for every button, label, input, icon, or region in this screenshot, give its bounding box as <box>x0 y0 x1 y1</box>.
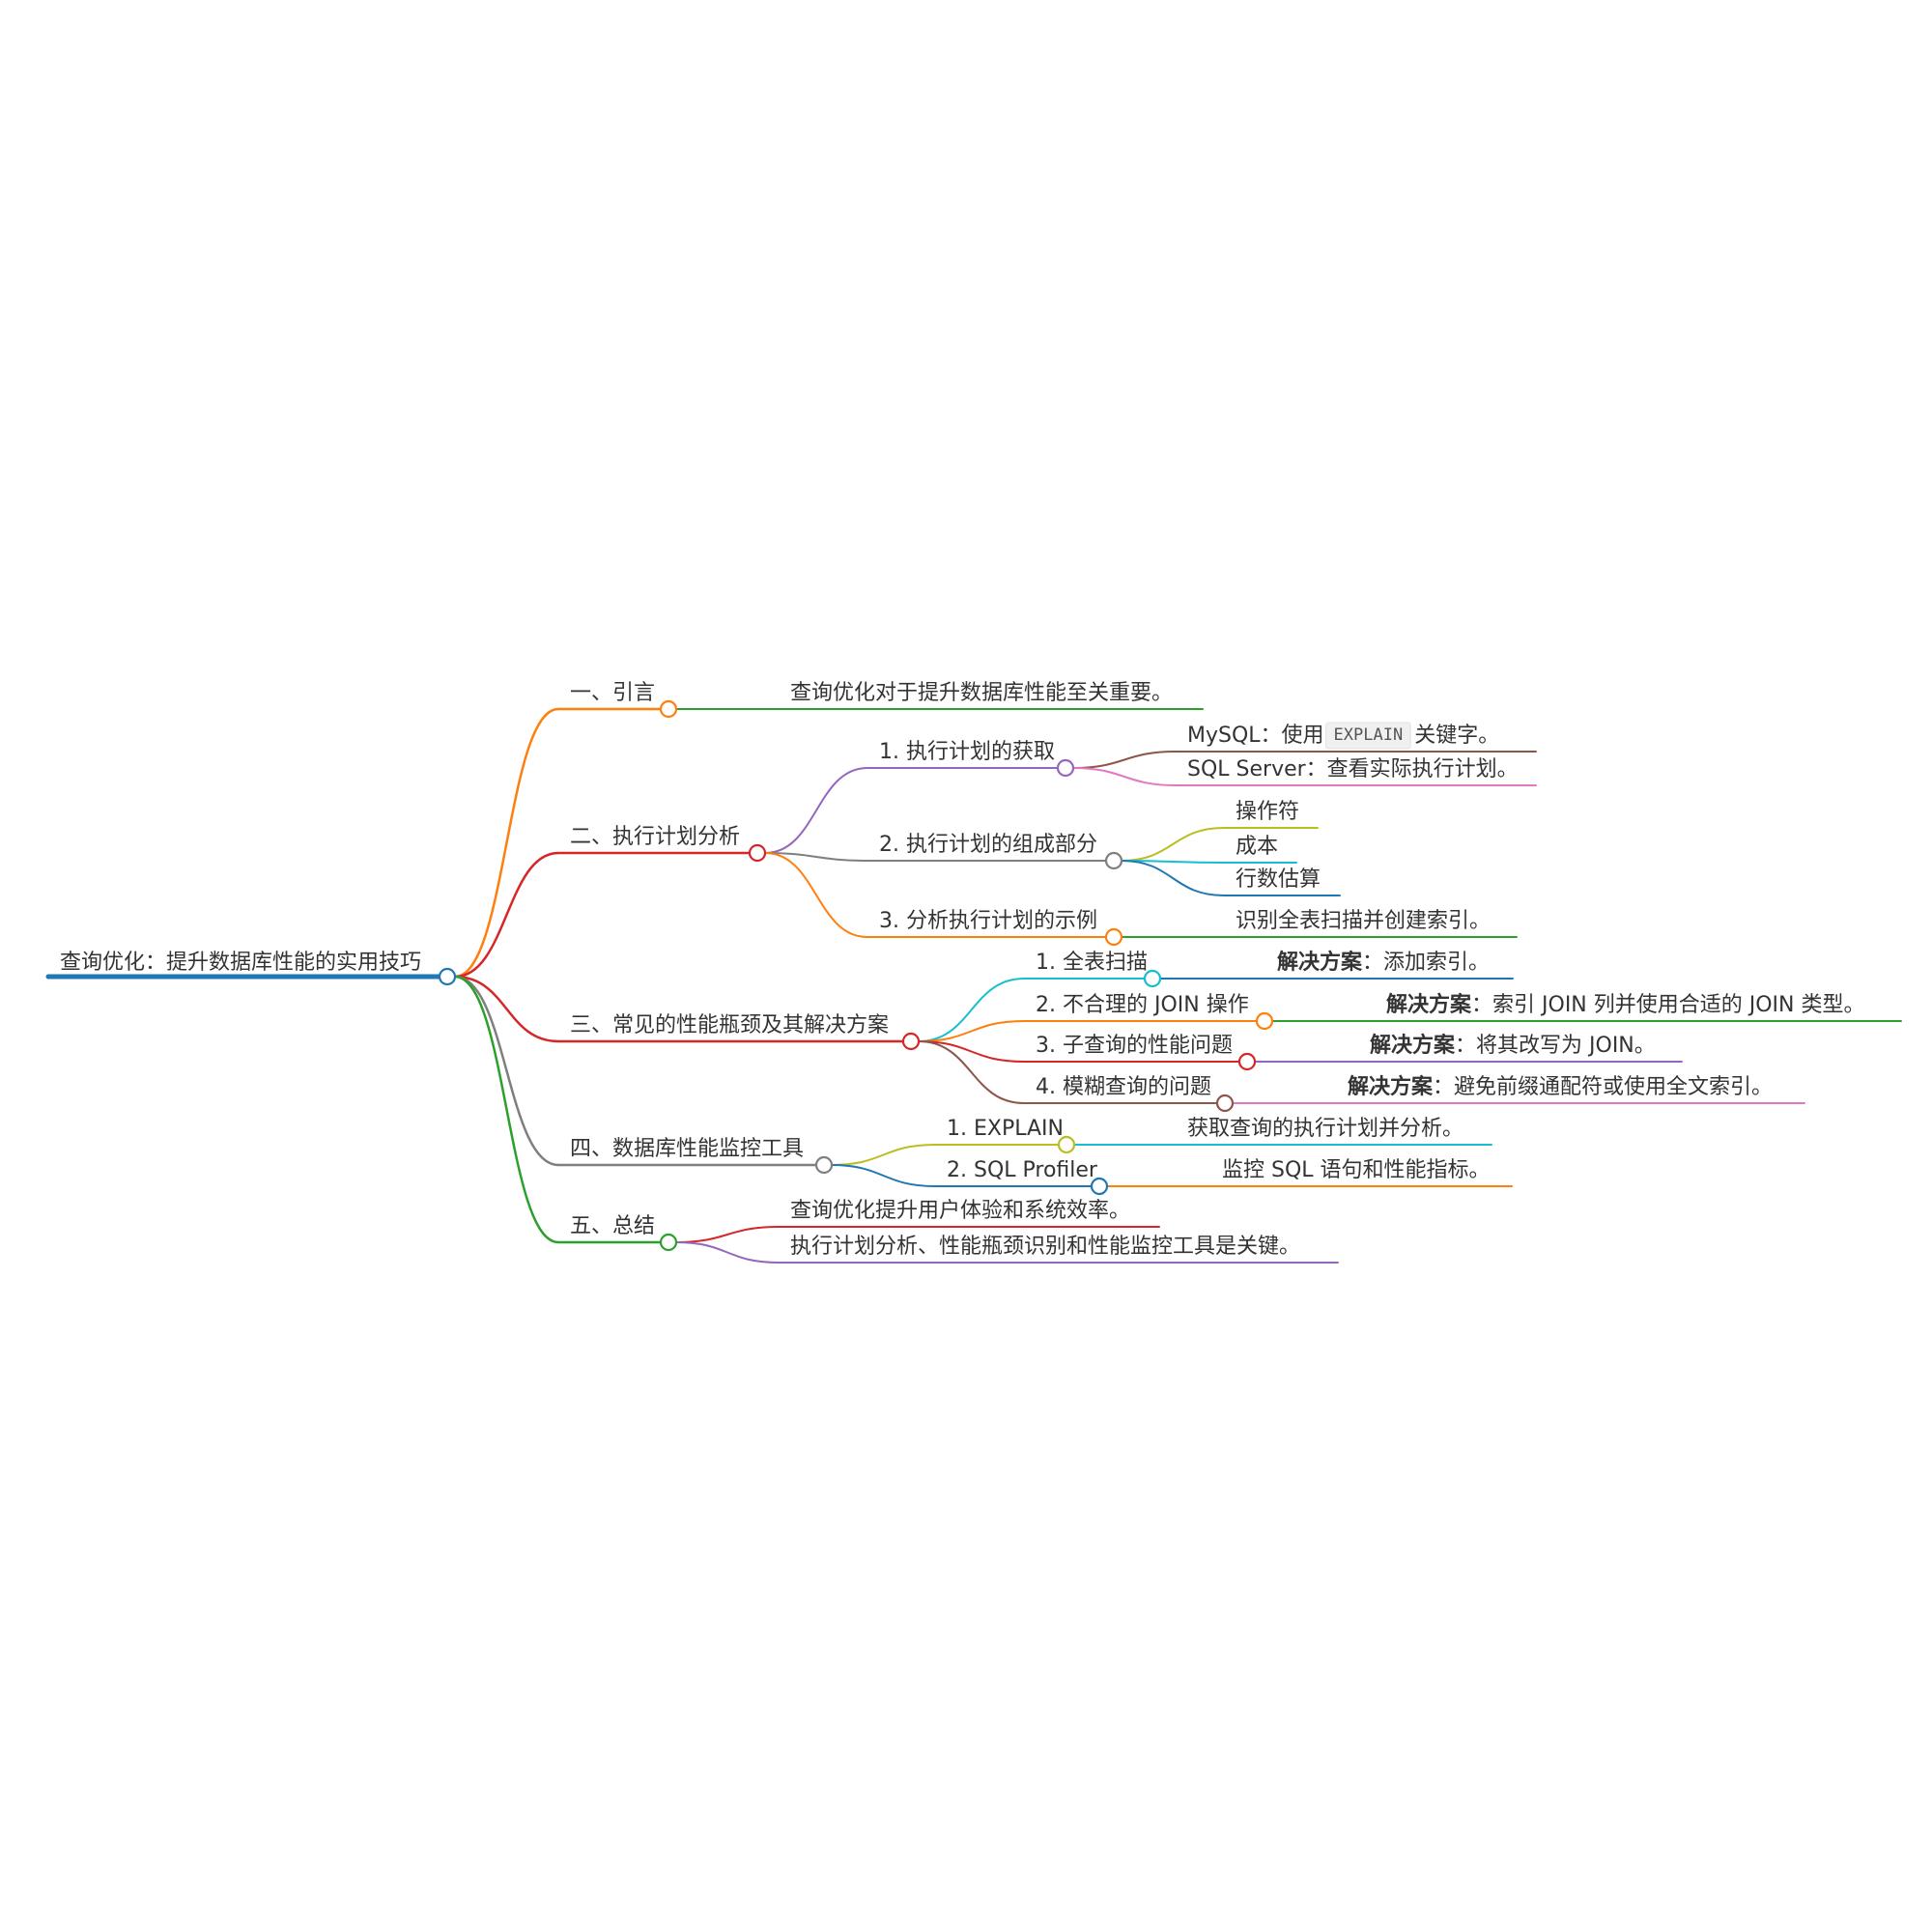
leaf-label-2-3-1: 识别全表扫描并创建索引。 <box>1236 909 1491 933</box>
child-handle-2-2[interactable] <box>1104 851 1123 870</box>
child-label-1-1: 查询优化对于提升数据库性能至关重要。 <box>790 681 1173 705</box>
leaf-label-3-3-1-rest: ：将其改写为 JOIN。 <box>1455 1034 1656 1058</box>
branch-connector-4 <box>454 975 559 1167</box>
child-connector-4-1 <box>831 1144 936 1166</box>
branch-label-3: 三、常见的性能瓶颈及其解决方案 <box>570 1013 889 1037</box>
child-connector-3-1 <box>918 978 1025 1042</box>
mindmap-edges <box>45 707 1902 1264</box>
child-connector-3-2 <box>918 1020 1025 1042</box>
child-label-4-2: 2. SQL Profiler <box>947 1158 1098 1182</box>
child-connector-5-2 <box>675 1241 780 1264</box>
branch-connector-2 <box>454 851 559 979</box>
child-handle-2-3[interactable] <box>1104 927 1123 947</box>
child-handle-3-4[interactable] <box>1215 1094 1235 1113</box>
leaf-label-3-2-1-rest: ：索引 JOIN 列并使用合适的 JOIN 类型。 <box>1471 993 1864 1017</box>
leaf-connector-2-2-3 <box>1121 860 1225 896</box>
child-handle-4-1[interactable] <box>1057 1135 1076 1154</box>
inline-code-explain: EXPLAIN <box>1334 725 1404 745</box>
leaf-label-3-3-1-bold: 解决方案 <box>1370 1033 1456 1058</box>
child-connector-2-2 <box>764 852 868 862</box>
branch-connector-5 <box>454 975 559 1244</box>
leaf-label-2-1-2: SQL Server：查看实际执行计划。 <box>1187 757 1519 781</box>
branch-handle-5[interactable] <box>659 1233 678 1252</box>
child-connector-5-1 <box>675 1226 780 1243</box>
branch-handle-2[interactable] <box>748 843 767 863</box>
branch-label-5: 五、总结 <box>570 1214 655 1238</box>
leaf-label-3-2-1-bold: 解决方案 <box>1386 992 1472 1017</box>
branch-label-1: 一、引言 <box>570 681 655 705</box>
leaf-label-4-2-1: 监控 SQL 语句和性能指标。 <box>1222 1158 1491 1182</box>
leaf-label-2-2-3: 行数估算 <box>1236 867 1321 892</box>
inline-code-box <box>1325 722 1411 750</box>
branch-connector-1 <box>454 707 559 979</box>
leaf-connector-2-1-2 <box>1072 767 1177 786</box>
child-connector-2-1 <box>764 767 868 854</box>
child-label-5-2: 执行计划分析、性能瓶颈识别和性能监控工具是关键。 <box>790 1235 1300 1259</box>
leaf-connector-2-1-1 <box>1072 751 1177 769</box>
child-handle-4-2[interactable] <box>1090 1177 1109 1196</box>
root-node-label: 查询优化：提升数据库性能的实用技巧 <box>60 951 421 975</box>
child-label-3-1: 1. 全表扫描 <box>1036 951 1148 975</box>
leaf-label-2-2-1: 操作符 <box>1236 800 1299 824</box>
child-handle-3-3[interactable] <box>1237 1052 1257 1071</box>
mindmap-nodes: 查询优化：提升数据库性能的实用技巧 一、引言 查询优化对于提升数据库性能至关重要。二… <box>60 681 1865 1259</box>
leaf-label-3-4-1-bold: 解决方案 <box>1348 1074 1434 1099</box>
branch-label-4: 四、数据库性能监控工具 <box>570 1137 804 1161</box>
child-handle-3-1[interactable] <box>1143 969 1162 988</box>
child-label-3-2: 2. 不合理的 JOIN 操作 <box>1036 993 1249 1017</box>
leaf-label-3-1-1-rest: ：添加索引。 <box>1362 951 1490 975</box>
child-connector-2-3 <box>764 852 868 938</box>
branch-connector-3 <box>454 975 559 1043</box>
child-handle-2-1[interactable] <box>1056 758 1075 778</box>
root-node-handle[interactable] <box>438 967 457 986</box>
leaf-label-2-2-2: 成本 <box>1236 835 1278 859</box>
leaf-label-2-1-1-suffix: 关键字。 <box>1414 724 1499 748</box>
leaf-connector-2-2-1 <box>1121 827 1225 862</box>
leaf-label-3-1-1-bold: 解决方案 <box>1277 950 1363 975</box>
branch-label-2: 二、执行计划分析 <box>570 825 740 849</box>
child-connector-4-2 <box>831 1164 936 1187</box>
child-label-2-2: 2. 执行计划的组成部分 <box>879 833 1097 857</box>
leaf-connector-2-2-2 <box>1121 860 1225 864</box>
leaf-label-2-1-1-prefix: MySQL：使用 <box>1187 724 1324 748</box>
child-label-3-3: 3. 子查询的性能问题 <box>1036 1034 1233 1058</box>
child-label-3-4: 4. 模糊查询的问题 <box>1036 1075 1211 1099</box>
child-label-4-1: 1. EXPLAIN <box>947 1117 1064 1141</box>
child-connector-3-3 <box>918 1040 1025 1063</box>
child-label-2-1: 1. 执行计划的获取 <box>879 740 1055 764</box>
child-label-2-3: 3. 分析执行计划的示例 <box>879 909 1097 933</box>
branch-handle-1[interactable] <box>659 699 678 719</box>
child-label-5-1: 查询优化提升用户体验和系统效率。 <box>790 1199 1130 1223</box>
branch-handle-4[interactable] <box>814 1155 834 1175</box>
branch-handle-3[interactable] <box>901 1032 921 1051</box>
child-connector-3-4 <box>918 1040 1025 1104</box>
leaf-label-3-4-1-rest: ：避免前缀通配符或使用全文索引。 <box>1433 1075 1773 1099</box>
leaf-label-4-1-1: 获取查询的执行计划并分析。 <box>1187 1117 1463 1141</box>
child-handle-3-2[interactable] <box>1255 1011 1274 1031</box>
